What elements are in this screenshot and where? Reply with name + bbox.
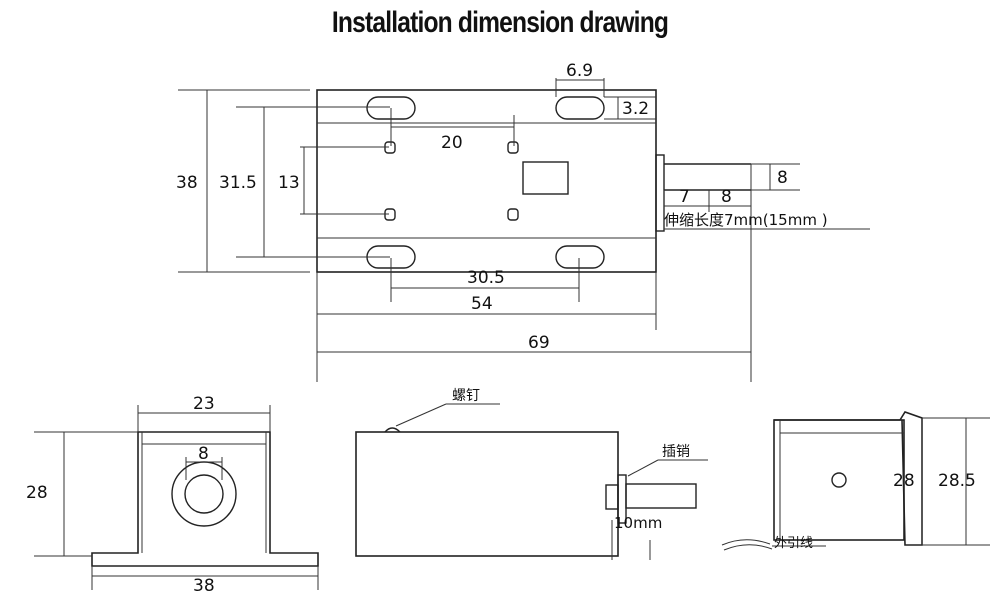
dim-total-69: 69 [528, 333, 550, 353]
lead-wire-1 [721, 539, 771, 546]
dim-slot-height-3-2: 3.2 [622, 99, 649, 119]
dim-front-width-23: 23 [193, 394, 215, 414]
front-boss-outer [171, 461, 237, 527]
dim-height-38: 38 [176, 173, 198, 193]
dim-small-hole-13: 13 [278, 173, 300, 193]
end-pin-hole [831, 472, 847, 488]
dim-front-height-28: 28 [26, 483, 48, 503]
end-view: 外引线 28 28.5 [721, 411, 990, 551]
side-view: 螺钉 插销 10mm [355, 388, 708, 560]
slot-bottom-right [555, 245, 605, 269]
dim-body-54: 54 [471, 294, 493, 314]
dim-stroke-7: 7 [679, 187, 690, 207]
dim-hole-pitch-20: 20 [441, 133, 463, 153]
front-pin [184, 474, 224, 514]
side-screw-head [384, 427, 401, 433]
front-view: 23 8 28 38 [26, 394, 319, 596]
front-bracket [91, 431, 319, 567]
dim-end-height-28-5: 28.5 [938, 471, 976, 491]
side-pin [625, 483, 697, 509]
lead-wire-2 [723, 544, 773, 551]
dim-slot-pitch-30-5: 30.5 [467, 268, 505, 288]
stroke-note: 伸缩长度7mm(15mm ) [664, 211, 828, 229]
dim-pin-dia-8: 8 [777, 168, 788, 188]
pin-collar [655, 154, 665, 232]
top-body-outline [316, 89, 657, 273]
side-pin-stub [605, 484, 619, 510]
dim-stroke-8: 8 [721, 187, 732, 207]
center-square [522, 161, 569, 195]
side-body [355, 431, 619, 557]
end-body [773, 419, 905, 541]
page-title: Installation dimension drawing [331, 6, 669, 39]
slot-top-right [555, 96, 605, 120]
dim-end-height-28: 28 [893, 471, 915, 491]
label-pin: 插销 [662, 444, 690, 460]
label-travel-10mm: 10mm [614, 514, 662, 532]
dim-front-base-38: 38 [193, 576, 215, 596]
hole-2 [507, 141, 519, 154]
dim-hole-span-31-5: 31.5 [219, 173, 257, 193]
hole-4 [507, 208, 519, 221]
dim-front-pin-8: 8 [198, 444, 209, 464]
dim-slot-width-6-9: 6.9 [566, 61, 593, 81]
label-screw: 螺钉 [452, 388, 480, 404]
label-lead-wire: 外引线 [774, 536, 813, 551]
top-view: 38 31.5 13 20 6.9 3.2 30.5 54 [176, 61, 870, 382]
